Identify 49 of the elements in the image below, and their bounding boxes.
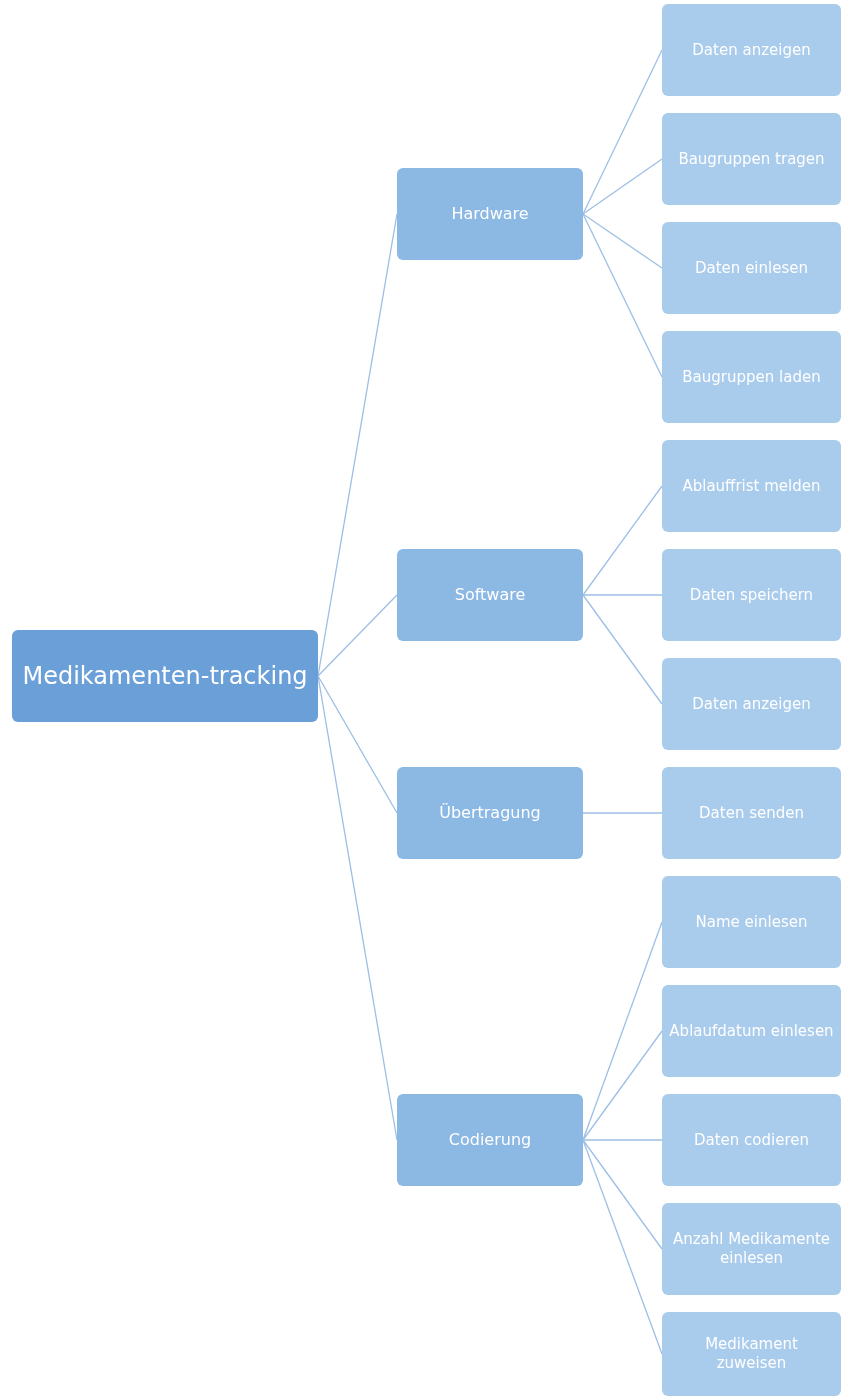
connector-line <box>582 49 663 215</box>
topic-label: Ablaufdatum einlesen <box>669 1021 834 1041</box>
topic-label: Hardware <box>451 204 529 224</box>
topic-label: Medikamenten-tracking <box>22 661 308 691</box>
topic-label: Ablauffrist melden <box>682 476 821 496</box>
topic-box <box>662 767 841 859</box>
topic-label: Anzahl Medikamente einlesen <box>671 1230 832 1268</box>
topic-label: Daten anzeigen <box>692 694 811 714</box>
topic-box <box>397 549 583 641</box>
topic-box <box>662 440 841 532</box>
connector-line <box>582 1139 663 1250</box>
topic-label: Medikament zuweisen <box>704 1335 799 1373</box>
topic-box <box>662 1203 841 1295</box>
topic-box <box>662 549 841 641</box>
topic-box <box>662 4 841 96</box>
topic-box <box>397 1094 583 1186</box>
topic-box <box>12 630 318 722</box>
topic-box <box>662 222 841 314</box>
topic-box <box>662 658 841 750</box>
topic-box <box>662 1094 841 1186</box>
topic-box <box>662 985 841 1077</box>
topic-box <box>397 168 583 260</box>
topic-box <box>397 767 583 859</box>
connector-line <box>582 594 663 596</box>
connector-line <box>582 812 663 814</box>
connector-line <box>582 485 663 596</box>
topic-label: Übertragung <box>439 803 541 823</box>
connector-line <box>582 1139 663 1141</box>
connector-line <box>582 213 663 269</box>
connector-line <box>582 158 663 215</box>
topic-label: Daten speichern <box>689 585 814 605</box>
topic-label: Daten codieren <box>693 1130 809 1150</box>
topic-label: Baugruppen tragen <box>678 149 825 169</box>
topic-label: Daten einlesen <box>695 258 808 278</box>
topic-label: Daten anzeigen <box>692 40 811 60</box>
connector-line <box>317 594 398 677</box>
topic-box <box>662 331 841 423</box>
topic-label: Daten senden <box>699 803 804 823</box>
connector-line <box>582 594 663 705</box>
topic-box <box>662 113 841 205</box>
topic-box <box>662 876 841 968</box>
connector-line <box>317 675 398 814</box>
topic-label: Codierung <box>448 1130 532 1150</box>
topic-box <box>662 1312 841 1396</box>
connector-line <box>582 1030 663 1141</box>
topic-label: Software <box>454 585 526 605</box>
topic-label: Baugruppen laden <box>682 367 821 387</box>
topic-label: Name einlesen <box>695 912 808 932</box>
connector-line <box>582 213 663 378</box>
